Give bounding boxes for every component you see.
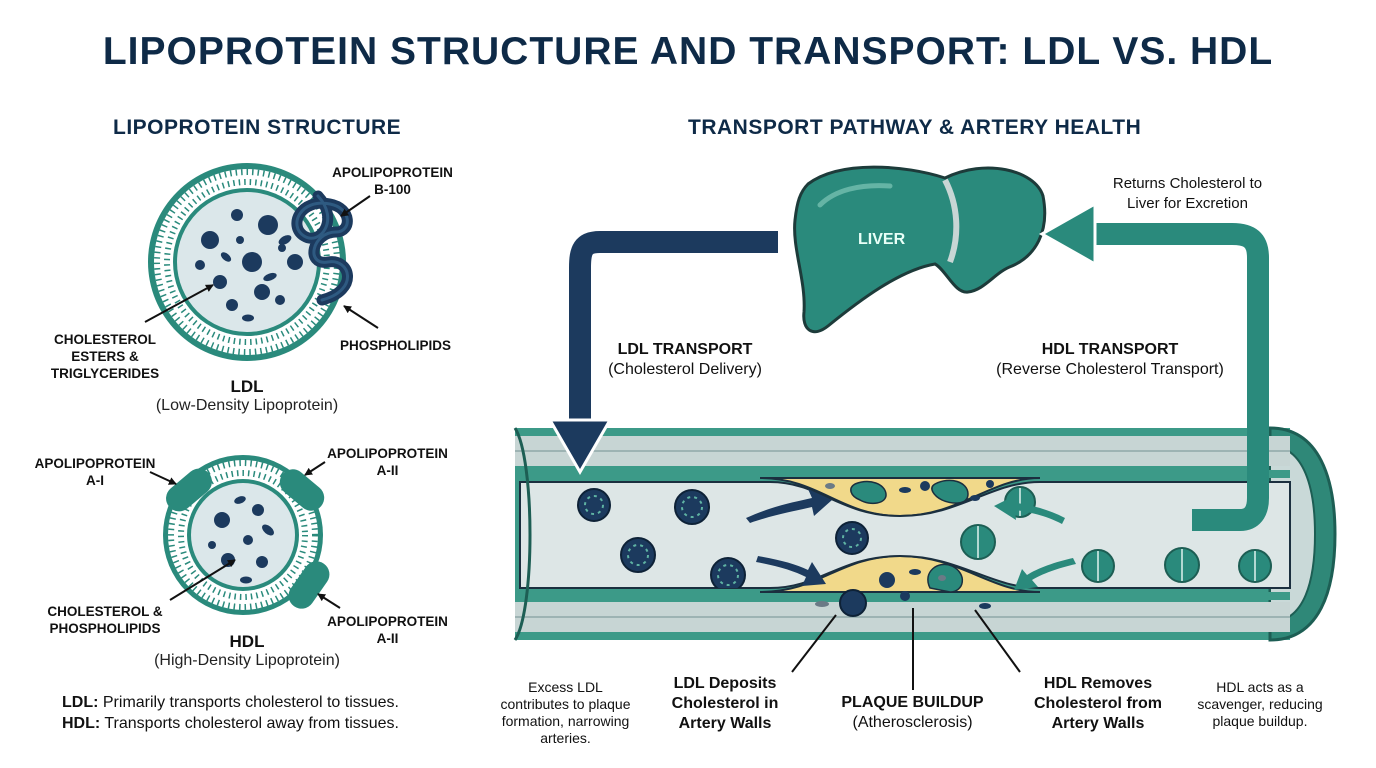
ldl-core-label: CHOLESTEROL ESTERS & TRIGLYCERIDES (50, 332, 160, 381)
hdl-apo-a2-top-label: APOLIPOPROTEIN A-II (327, 446, 448, 478)
ldl-name: LDL (230, 377, 264, 396)
hdl-name: HDL (229, 632, 265, 651)
ldl-transport-sub: (Cholesterol Delivery) (608, 361, 762, 378)
ldl-transport-title: LDL TRANSPORT (617, 341, 753, 358)
ldl-summary-text: Primarily transports cholesterol to tiss… (98, 694, 399, 711)
transport-pathway-heading: TRANSPORT PATHWAY & ARTERY HEALTH (688, 116, 1142, 139)
hdl-scavenger-note: HDL acts as a scavenger, reducing plaque… (1197, 679, 1323, 729)
returns-cholesterol-label: Returns Cholesterol to Liver for Excreti… (1112, 175, 1263, 212)
flow-arrows (746, 489, 1076, 590)
ldl-particles-in-artery (577, 488, 869, 588)
ldl-phospholipids-label: PHOSPHOLIPIDS (340, 338, 452, 353)
plaque-deposits (815, 479, 994, 617)
excess-ldl-note: Excess LDL contributes to plaque formati… (500, 679, 631, 746)
hdl-summary: HDL: Transports cholesterol away from ti… (62, 713, 399, 734)
hdl-apo-a2-bottom-label: APOLIPOPROTEIN A-II (327, 614, 448, 646)
liver (793, 165, 1047, 334)
ldl-deposits-label: LDL Deposits Cholesterol in Artery Walls (671, 675, 779, 732)
ldl-particle (148, 163, 353, 361)
hdl-core-label: CHOLESTEROL & PHOSPHOLIPIDS (47, 604, 163, 636)
hdl-particles-in-artery (960, 486, 1272, 583)
liver-label: LIVER (858, 231, 906, 248)
hdl-transport-title: HDL TRANSPORT (1041, 341, 1179, 358)
hdl-particle (163, 455, 330, 615)
ldl-apo-b100-label: APOLIPOPROTEIN B-100 (332, 165, 453, 197)
hdl-full-name: (High-Density Lipoprotein) (154, 652, 340, 669)
hdl-summary-text: Transports cholesterol away from tissues… (100, 715, 399, 732)
hdl-summary-key: HDL: (62, 715, 101, 732)
page-title: LIPOPROTEIN STRUCTURE AND TRANSPORT: LDL… (102, 30, 1274, 73)
plaque-buildup-title: PLAQUE BUILDUP (841, 694, 984, 711)
artery (513, 426, 1337, 642)
plaque-buildup-sub: (Atherosclerosis) (852, 714, 973, 731)
hdl-transport-sub: (Reverse Cholesterol Transport) (996, 361, 1224, 378)
hdl-transport-arrow (1038, 201, 1269, 531)
ldl-transport-arrow (547, 231, 778, 476)
hdl-apo-a1-label: APOLIPOPROTEIN A-I (34, 456, 156, 488)
lipoprotein-structure-heading: LIPOPROTEIN STRUCTURE (113, 116, 402, 139)
ldl-full-name: (Low-Density Lipoprotein) (155, 397, 339, 414)
ldl-summary: LDL: Primarily transports cholesterol to… (62, 692, 399, 713)
hdl-removes-label: HDL Removes Cholesterol from Artery Wall… (1033, 675, 1162, 732)
ldl-summary-key: LDL: (62, 694, 99, 711)
